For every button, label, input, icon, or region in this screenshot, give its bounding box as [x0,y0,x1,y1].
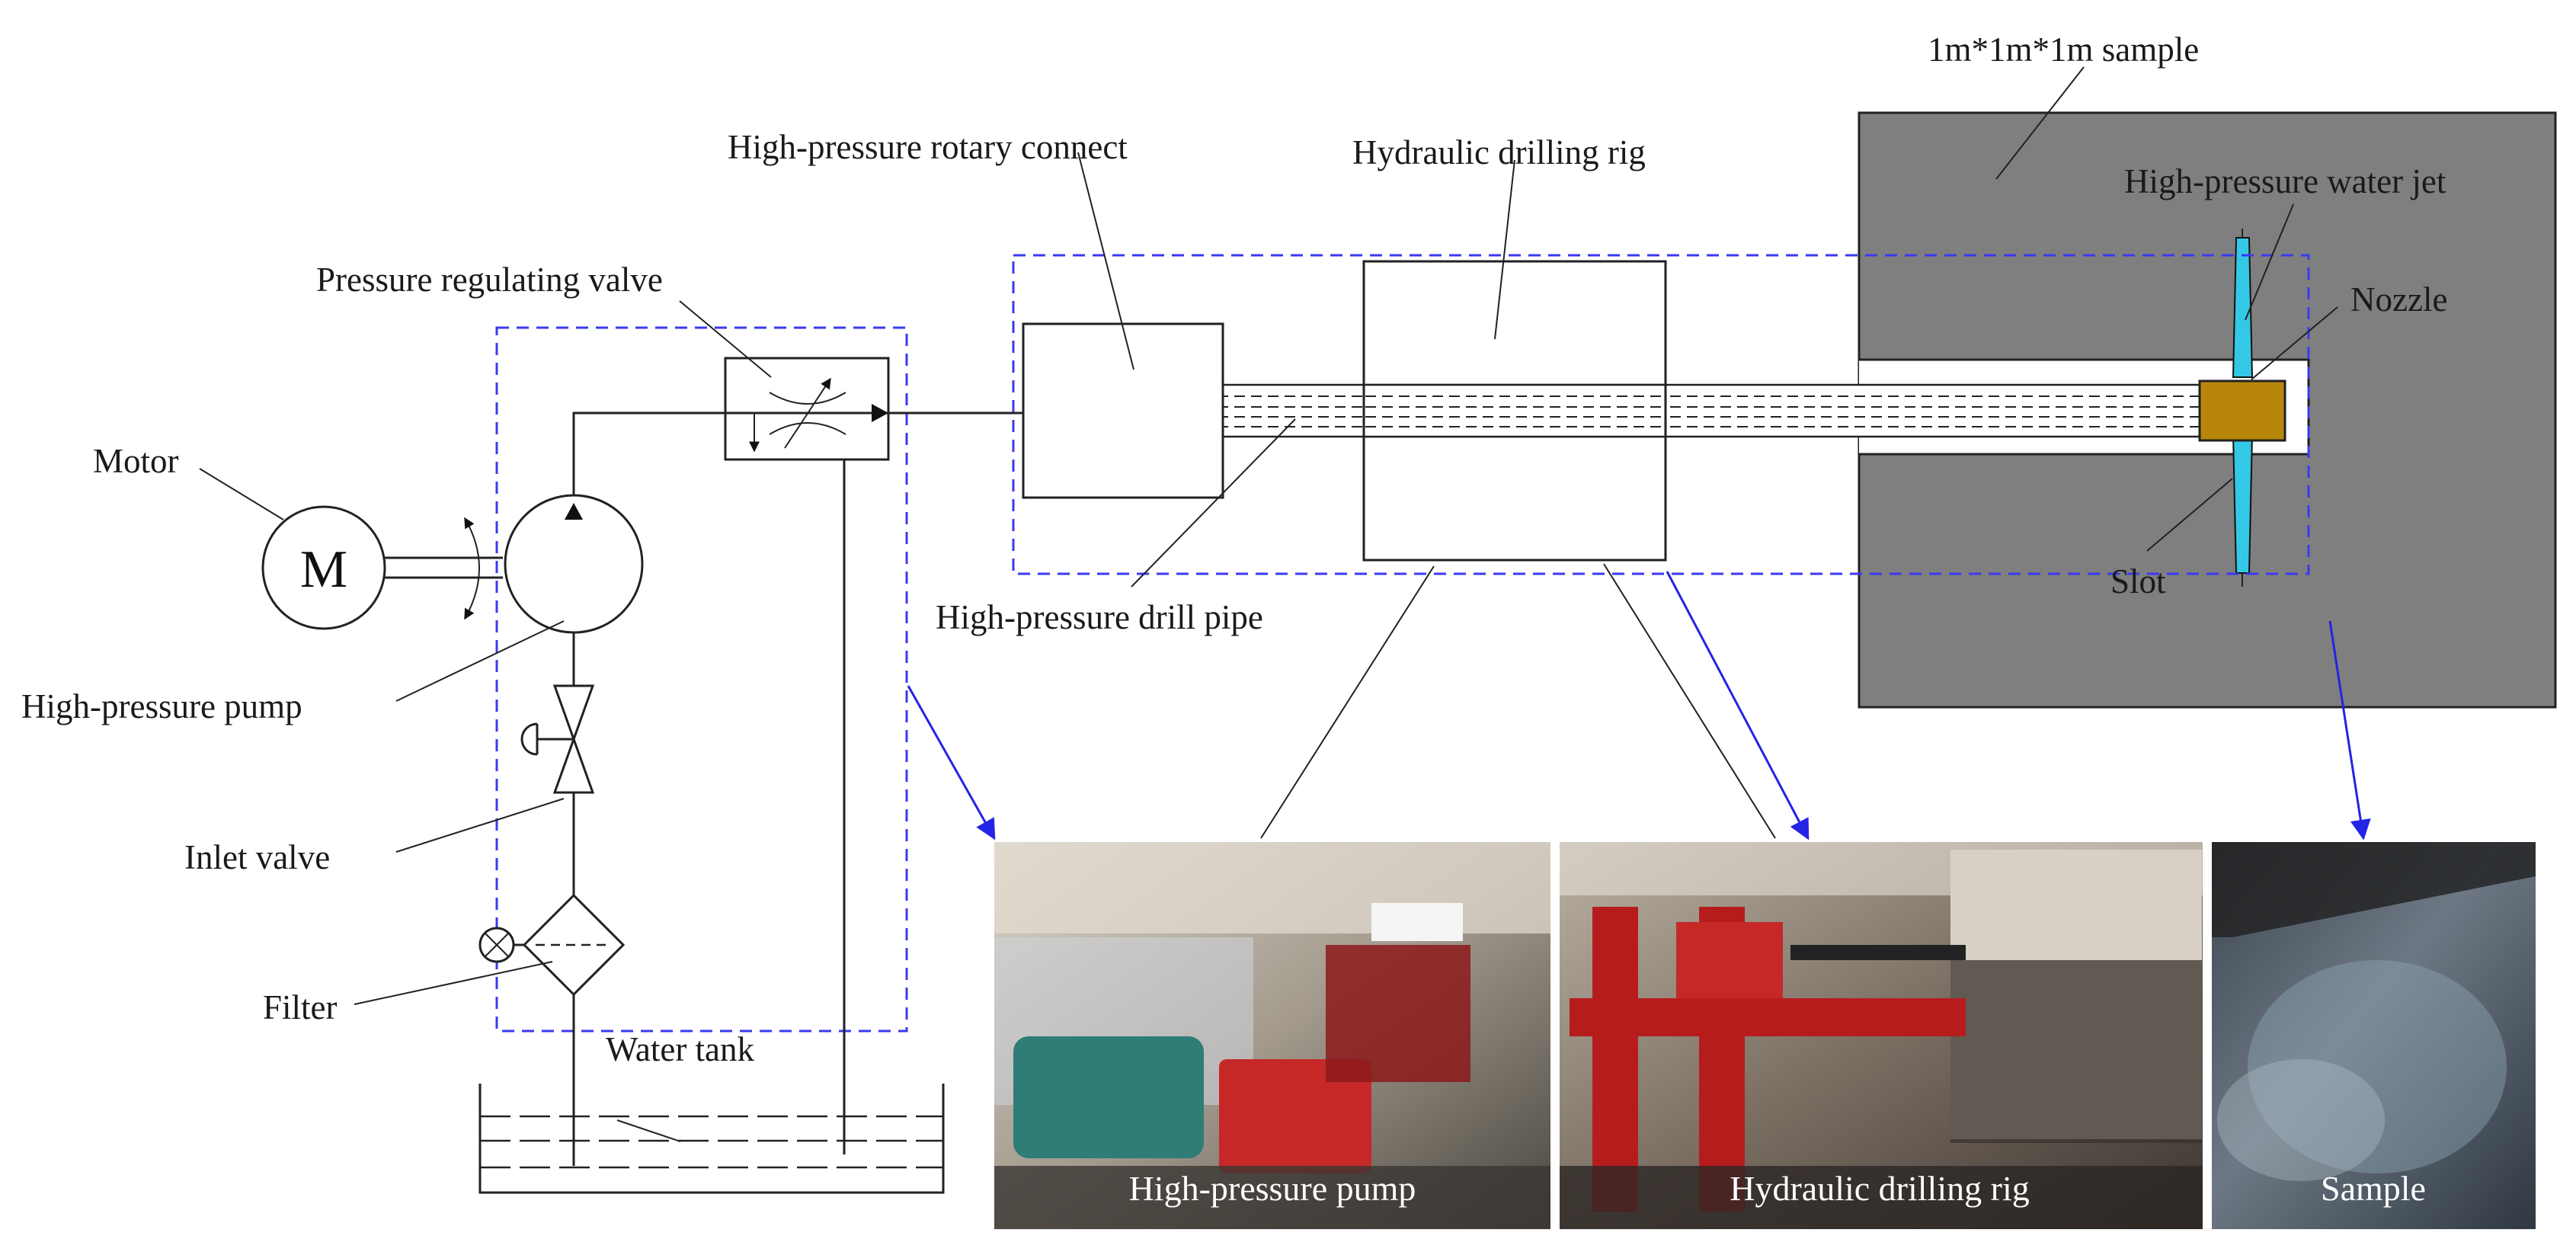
label-filter: Filter [263,988,338,1026]
drilling-system-dashed-box [1012,254,2310,575]
filter-symbol [478,893,626,997]
label-water-jet: High-pressure water jet [2124,162,2446,200]
rotation-arrow-icon [464,517,480,620]
water-tank-symbol [478,1084,945,1194]
regulating-valve-symbol [724,357,890,461]
blue-arrows [907,571,2371,841]
label-inlet-valve: Inlet valve [184,838,330,876]
inlet-valve-symbol [520,684,595,794]
rotary-connect-box [1022,322,1224,499]
water-jet [2232,229,2254,587]
label-regulating-valve: Pressure regulating valve [316,261,663,299]
label-sample-size: 1m*1m*1m sample [1928,30,2199,69]
motor-symbol: M [261,505,386,630]
pump-system-dashed-box [495,326,908,1033]
label-rotary-connect: High-pressure rotary connect [728,128,1128,166]
leader-lines [199,66,2338,1142]
label-pump: High-pressure pump [21,687,302,725]
photo-pump: High-pressure pump [994,842,1550,1229]
label-motor: Motor [93,442,179,480]
label-drilling-rig: Hydraulic drilling rig [1352,133,1646,171]
shaft [385,556,503,579]
label-nozzle: Nozzle [2350,280,2447,319]
label-water-tank: Water tank [606,1030,755,1068]
photo-drilling-rig: Hydraulic drilling rig [1560,842,2203,1229]
svg-text:M: M [300,540,347,599]
label-drill-pipe: High-pressure drill pipe [936,598,1263,636]
svg-text:High-pressure pump: High-pressure pump [1129,1169,1416,1208]
label-slot: Slot [2110,562,2166,600]
nozzle [2198,379,2286,442]
svg-text:Hydraulic drilling rig: Hydraulic drilling rig [1730,1169,2029,1208]
svg-text:Sample: Sample [2321,1169,2426,1208]
photo-sample: Sample [2212,842,2536,1229]
pump-symbol [504,494,644,634]
